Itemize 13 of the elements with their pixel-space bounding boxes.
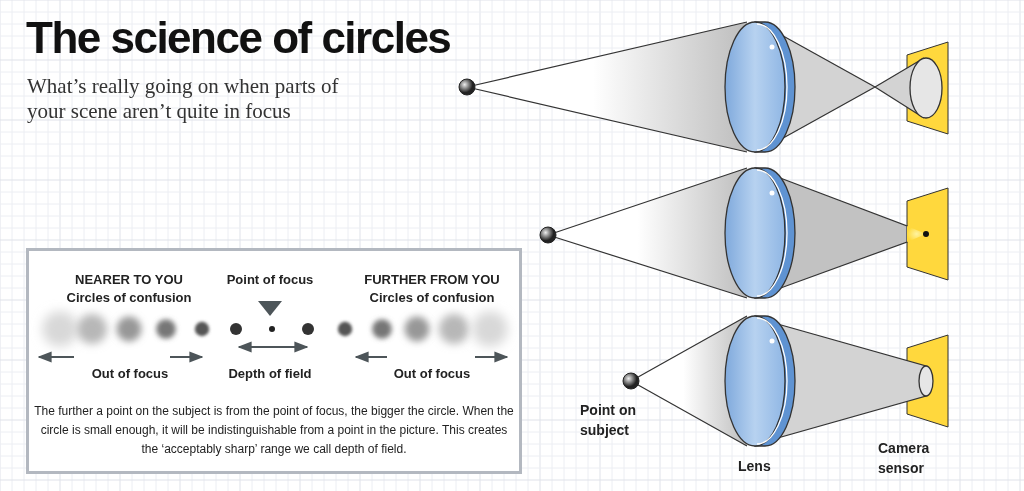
part-label: Lens	[738, 457, 772, 476]
caption-text: Depth of field	[227, 365, 313, 383]
explanation-text: The further a point on the subject is from the point of focus, the bigger the circle. When the circle is small enough, it will be indistinguishable from a point in the picture. This creates the ‘acceptably sharp’ range we call depth of field.	[34, 403, 514, 458]
part-label: Point on subject	[580, 401, 637, 440]
caption-text: Out of focus	[392, 365, 472, 383]
heading: Point of focus	[225, 271, 315, 289]
subtitle: What’s really going on when parts of your scene aren’t quite in focus	[27, 74, 340, 124]
info-panel	[26, 248, 522, 474]
heading: FURTHER FROM YOU Circles of confusion	[363, 271, 501, 307]
heading: NEARER TO YOU Circles of confusion	[65, 271, 193, 307]
caption-text: Out of focus	[90, 365, 170, 383]
part-label: Camera sensor	[878, 439, 931, 478]
title: The science of circles	[26, 14, 451, 63]
